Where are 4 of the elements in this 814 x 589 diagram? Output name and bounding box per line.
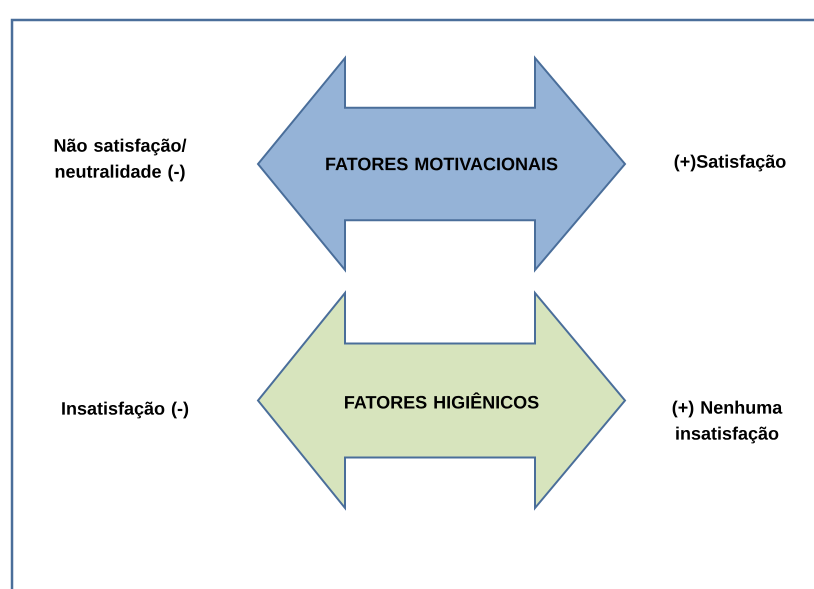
side-label: (+)Satisfação (674, 154, 786, 172)
side-label: (+) Nenhuma insatisfação (672, 400, 782, 444)
side-label: Não satisfação/ neutralidade (-) (54, 138, 186, 182)
side-label: Insatisfação (-) (62, 402, 188, 418)
